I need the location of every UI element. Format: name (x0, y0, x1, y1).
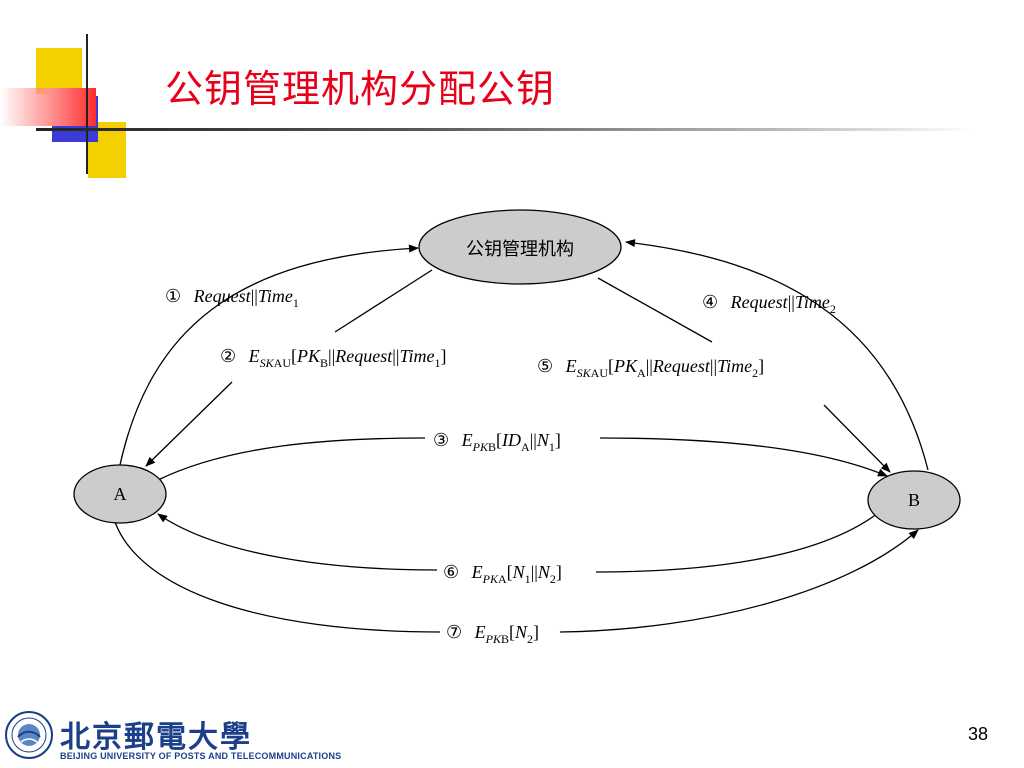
decor-yellow-square (36, 48, 82, 94)
decor-vertical-line (86, 34, 88, 174)
authority-node (418, 209, 622, 285)
logo-name-english: BEIJING UNIVERSITY OF POSTS AND TELECOMM… (60, 751, 342, 761)
arrow-m1-a-to-authority (119, 244, 419, 466)
university-seal-icon (5, 711, 53, 759)
message-1-label: ① Request||Time1 (165, 286, 299, 310)
message-4-label: ④ Request||Time2 (702, 292, 836, 316)
arrow-m7-a-to-b-right (559, 529, 919, 633)
title-underline (36, 128, 976, 131)
node-a-label: A (114, 484, 127, 504)
arrow-m3-a-to-b-left (157, 437, 426, 481)
node-b (867, 470, 961, 530)
arrow-m7-a-to-b-left (114, 521, 441, 633)
message-7-label: ⑦ EPKB[N2] (446, 622, 539, 646)
authority-label: 公钥管理机构 (466, 239, 574, 260)
line-m5-authority-to-b (597, 277, 713, 343)
arrow-m6-b-to-a-left (157, 513, 438, 571)
page-number: 38 (968, 724, 989, 744)
node-a (73, 464, 167, 524)
message-5-label: ⑤ ESKAU[PKA||Request||Time2] (537, 356, 764, 380)
message-2-label: ② ESKAU[PKB||Request||Time1] (220, 346, 446, 370)
arrow-m2-authority-to-a (145, 381, 233, 467)
page-title: 公钥管理机构分配公钥 (165, 67, 556, 111)
message-3-label: ③ EPKB[IDA||N1] (433, 430, 561, 454)
arrow-m3-a-to-b-right (599, 437, 888, 477)
university-logo: 北京郵電大學 BEIJING UNIVERSITY OF POSTS AND T… (4, 708, 341, 764)
arrow-m6-b-to-a-right (595, 509, 883, 573)
decor-red-gradient-bar (0, 88, 96, 126)
arrow-m4-b-to-authority (625, 239, 929, 471)
message-6-label: ⑥ EPKA[N1||N2] (443, 562, 562, 586)
node-b-label: B (908, 490, 920, 510)
line-m2-authority-to-a (334, 269, 433, 333)
arrow-m5-authority-to-b (823, 404, 891, 473)
logo-name-chinese: 北京郵電大學 (60, 720, 252, 755)
